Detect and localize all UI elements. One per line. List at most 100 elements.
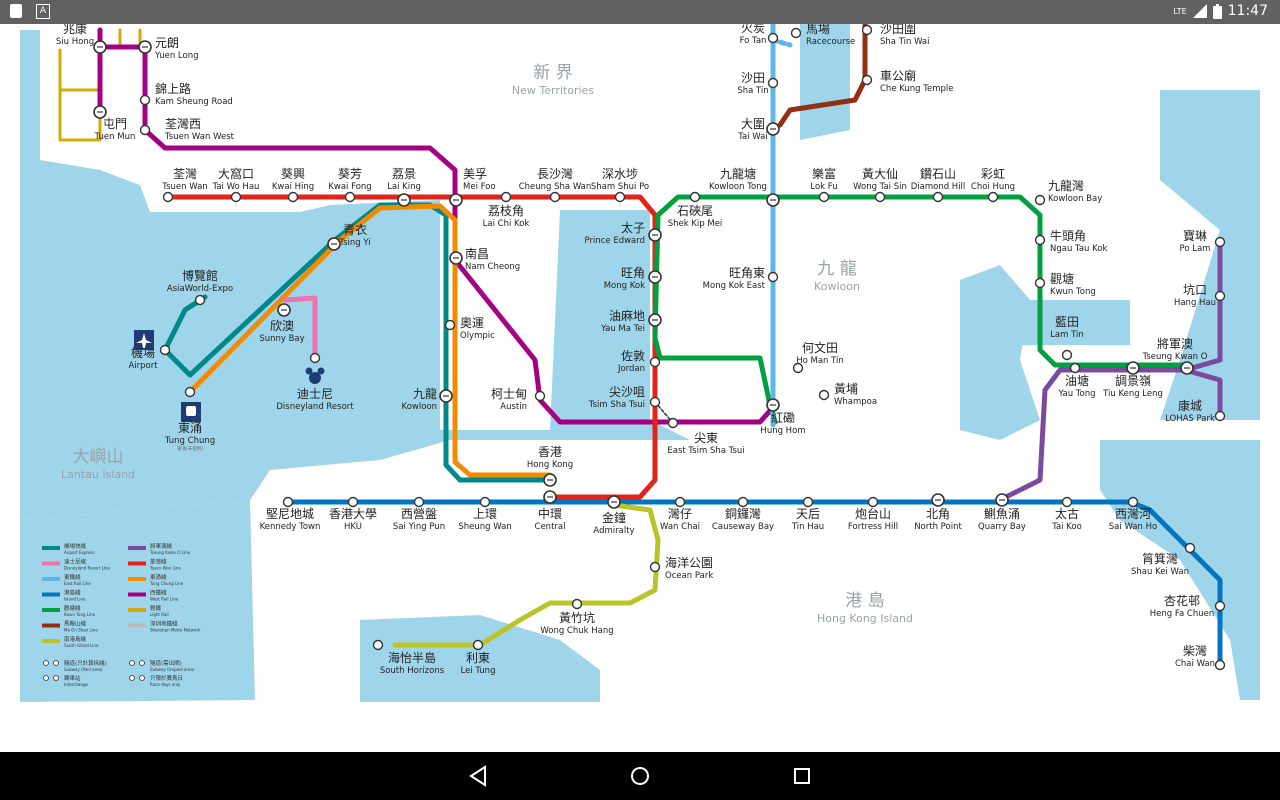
station-name-en: Disneyland Resort <box>276 402 354 412</box>
station-name-en: Sha Tin <box>737 86 768 96</box>
station-name-en: Kennedy Town <box>260 522 321 532</box>
station-name-zh: 坑口 <box>1183 282 1207 297</box>
station-name-zh: 馬場 <box>806 24 830 36</box>
station-name-zh: 兆康 <box>63 24 87 36</box>
station-name-en: Racecourse <box>806 37 855 47</box>
recents-icon[interactable] <box>790 764 814 788</box>
station-name-zh: 西灣河 <box>1115 507 1151 521</box>
station-name-en: Yuen Long <box>154 51 199 61</box>
water-area <box>800 24 850 140</box>
station-marker <box>1034 277 1046 289</box>
west-rail-line <box>97 44 778 425</box>
home-icon[interactable] <box>628 764 652 788</box>
region-name-zh: 大嶼山 <box>73 447 124 467</box>
station-marker <box>767 77 779 89</box>
station-name-zh: 佐敦 <box>621 348 645 363</box>
station-name-en: Tai Wo Hau <box>212 182 260 192</box>
station-name-zh: 金鐘 <box>602 510 626 525</box>
station-name-zh: 北角 <box>926 507 950 521</box>
back-icon[interactable] <box>466 764 490 788</box>
